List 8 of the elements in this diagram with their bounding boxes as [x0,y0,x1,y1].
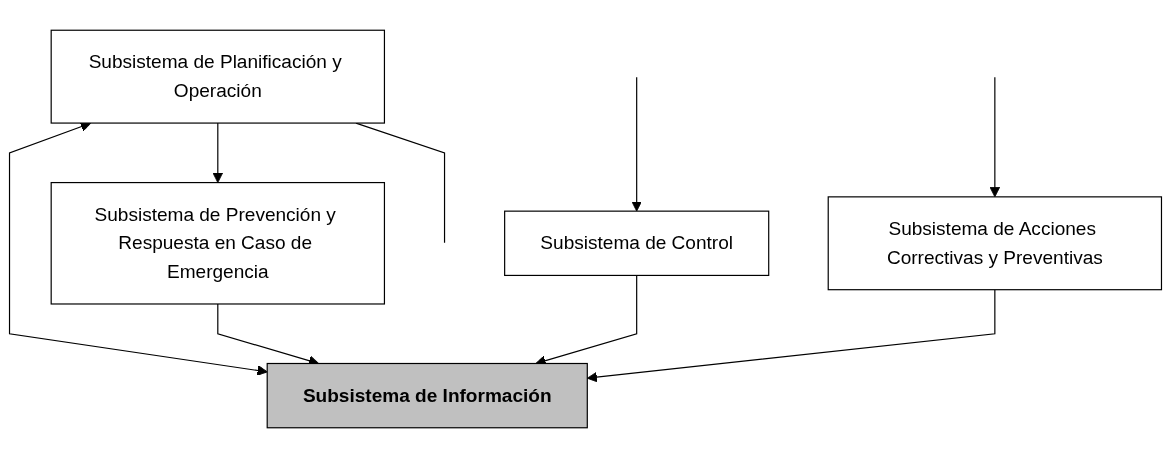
node-box: Subsistema de Información [266,362,588,429]
arrow [212,122,224,184]
arrow [989,76,1001,198]
node-box: Subsistema de Planificación y Operación [50,29,386,124]
node-box: Subsistema de Control [504,210,770,276]
arrow [631,76,642,212]
node-box: Subsistema de Prevención y Respuesta en Caso de Emergencia [50,182,386,305]
node-box: Subsistema de Acciones Correctivas y Preventivas [827,196,1163,291]
